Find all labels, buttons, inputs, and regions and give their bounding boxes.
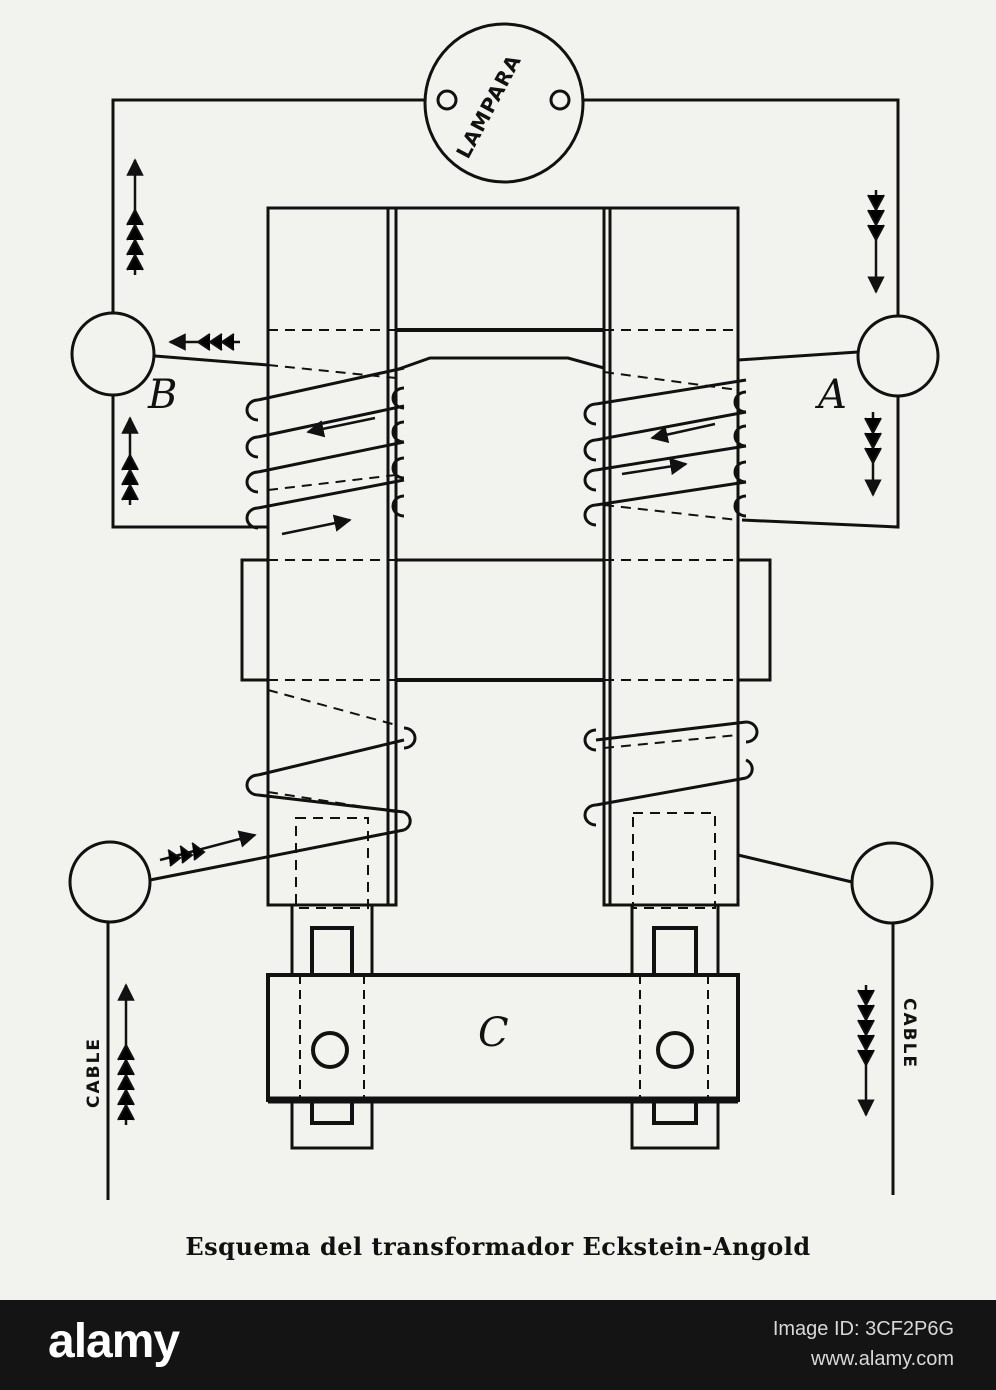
lamp-wire-left [111, 98, 425, 312]
brand-logo: alamy [48, 1315, 180, 1368]
clamp-band [240, 558, 772, 682]
yoke-c [266, 973, 740, 1102]
watermark-footer: alamy Image ID: 3CF2P6G www.alamy.com [0, 1300, 996, 1390]
bolt-right [656, 1031, 694, 1069]
engraving-sheet: B A C LAMPARA CABLE CABLE Esquema del tr… [0, 0, 996, 1300]
image-id: Image ID: 3CF2P6G [772, 1318, 954, 1340]
terminal-b [70, 311, 156, 397]
terminal-cable-right [850, 841, 934, 925]
caption: Esquema del transformador Eckstein-Angol… [185, 1232, 811, 1261]
primary-coil-right [583, 720, 853, 884]
secondary-coil-right [583, 378, 747, 527]
lamp [423, 22, 585, 184]
secondary-return-right [741, 396, 900, 529]
terminal-cable-left [68, 840, 152, 924]
label-terminal-a: A [814, 372, 847, 418]
label-terminal-b: B [147, 372, 177, 418]
transformer-diagram: B A C LAMPARA CABLE CABLE [68, 22, 940, 1200]
core-left-limb [266, 206, 398, 907]
arrow-fletching [117, 194, 885, 1121]
label-cable-right: CABLE [899, 998, 919, 1069]
terminal-a [856, 314, 940, 398]
site-url: www.alamy.com [811, 1348, 954, 1370]
primary-coil-left [149, 726, 417, 882]
secondary-return-left [111, 396, 268, 529]
secondary-coil-left [245, 366, 405, 530]
label-yoke-c: C [478, 1010, 509, 1056]
image-info: Image ID: 3CF2P6G www.alamy.com [773, 1314, 954, 1374]
label-cable-left: CABLE [84, 1037, 104, 1108]
lamp-wire-right [583, 98, 900, 318]
bolt-left [311, 1031, 349, 1069]
